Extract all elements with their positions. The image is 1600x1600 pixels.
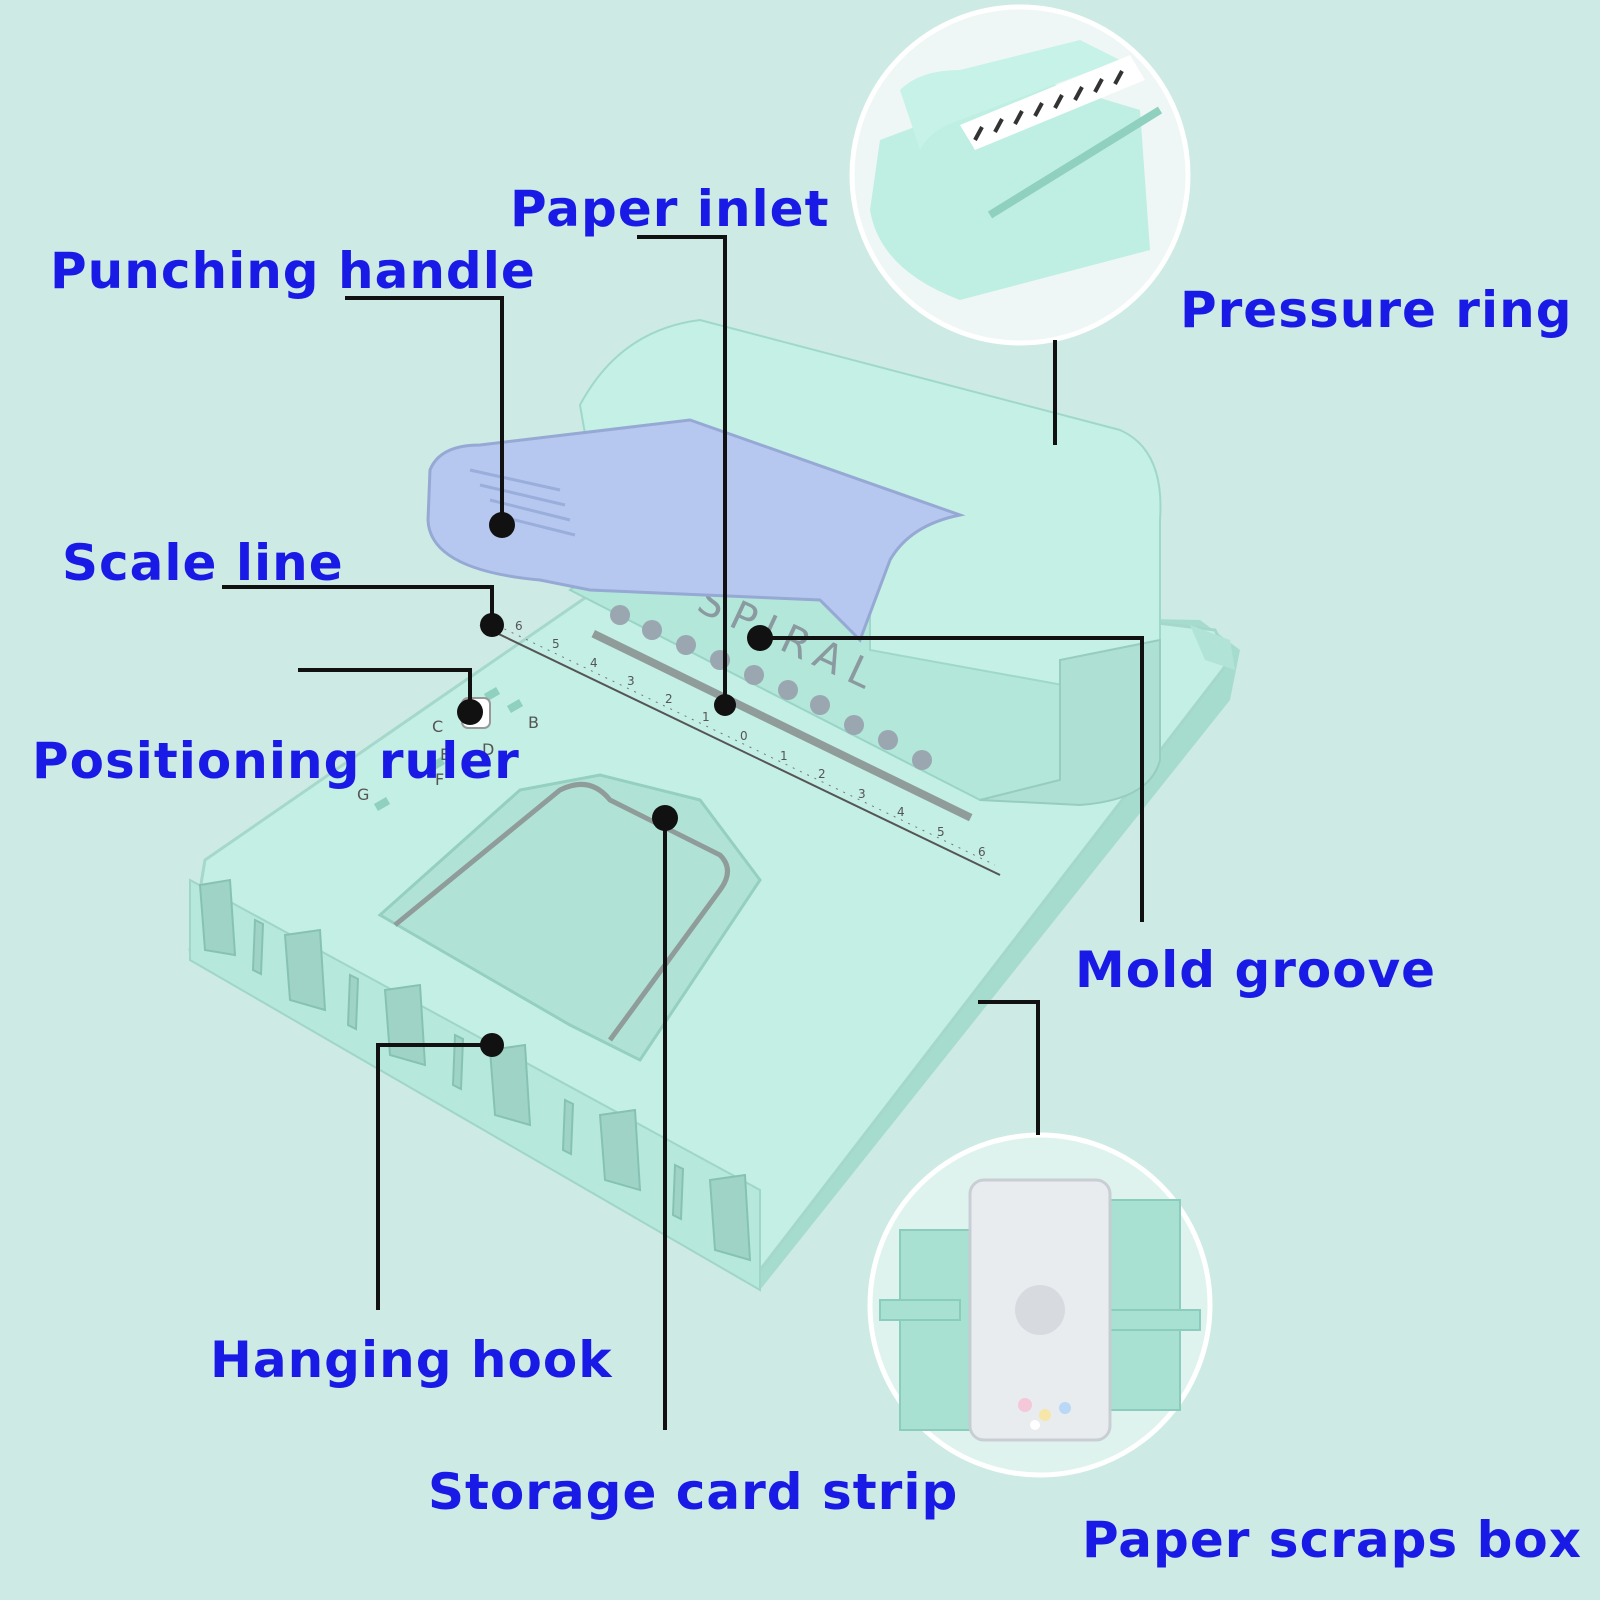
- leader-paper-inlet: [637, 235, 727, 705]
- scale-number: 0: [740, 729, 748, 743]
- leader-paper-scraps-box: [978, 1000, 1040, 1135]
- scale-number: 2: [665, 692, 673, 706]
- punching-handle-shape[interactable]: [426, 418, 966, 643]
- leader-hanging-hook: [376, 1043, 492, 1310]
- label-hanging-hook: Hanging hook: [210, 1331, 613, 1389]
- scale-number: 1: [702, 710, 710, 724]
- hook-tab: [383, 983, 427, 1067]
- ruler-letter: B: [528, 713, 539, 732]
- scale-number: 3: [627, 674, 635, 688]
- scale-number: 1: [780, 749, 788, 763]
- hook-tab: [488, 1043, 532, 1127]
- binding-machine: 6 5 4 3 2 1 0 1 2 3 4 5 6 B C D E F G: [188, 318, 1240, 1292]
- label-paper-scraps-box: Paper scraps box: [1082, 1511, 1582, 1569]
- ruler-letter: F: [435, 770, 444, 789]
- pressure-ring-inset: [849, 4, 1191, 346]
- hook-tab: [198, 878, 237, 957]
- paper-scraps-box-inset: [867, 1132, 1213, 1478]
- label-paper-inlet: Paper inlet: [510, 180, 830, 238]
- ruler-letter: C: [432, 717, 443, 736]
- scale-number: 6: [978, 845, 986, 859]
- mold-groove-holes: [610, 605, 932, 770]
- label-scale-line: Scale line: [62, 534, 344, 592]
- punch-housing-side: [979, 638, 1161, 807]
- label-pressure-ring: Pressure ring: [1180, 281, 1573, 339]
- positioning-slots: [373, 687, 524, 811]
- paper-inlet-slot: [591, 630, 973, 822]
- hook-wall: [189, 878, 761, 1292]
- leader-lines: [222, 235, 1144, 1430]
- label-mold-groove: Mold groove: [1075, 941, 1437, 999]
- scale-number: 4: [897, 805, 905, 819]
- label-positioning-ruler: Positioning ruler: [32, 732, 520, 790]
- hook-tab: [598, 1108, 642, 1192]
- hook-tab: [283, 928, 327, 1012]
- scale-number: 2: [818, 767, 826, 781]
- leader-scale-line: [222, 585, 494, 625]
- scale-ruler: 6 5 4 3 2 1 0 1 2 3 4 5 6 B C D E F G: [357, 619, 1001, 876]
- leader-punching-handle: [345, 296, 504, 525]
- leader-positioning-ruler: [298, 668, 472, 712]
- ruler-letter: E: [440, 745, 450, 764]
- label-storage-card-strip: Storage card strip: [428, 1463, 959, 1521]
- scale-number: 5: [937, 825, 945, 839]
- scale-number: 3: [858, 787, 866, 801]
- scale-number: 4: [590, 656, 598, 670]
- ruler-letter: G: [357, 785, 369, 804]
- scale-number: 5: [552, 637, 560, 651]
- label-punching-handle: Punching handle: [50, 242, 536, 300]
- hook-tab: [708, 1173, 752, 1262]
- leader-dots: [457, 512, 773, 1057]
- scale-number: 6: [515, 619, 523, 633]
- leader-mold-groove: [760, 636, 1144, 922]
- ruler-letter: D: [482, 740, 494, 759]
